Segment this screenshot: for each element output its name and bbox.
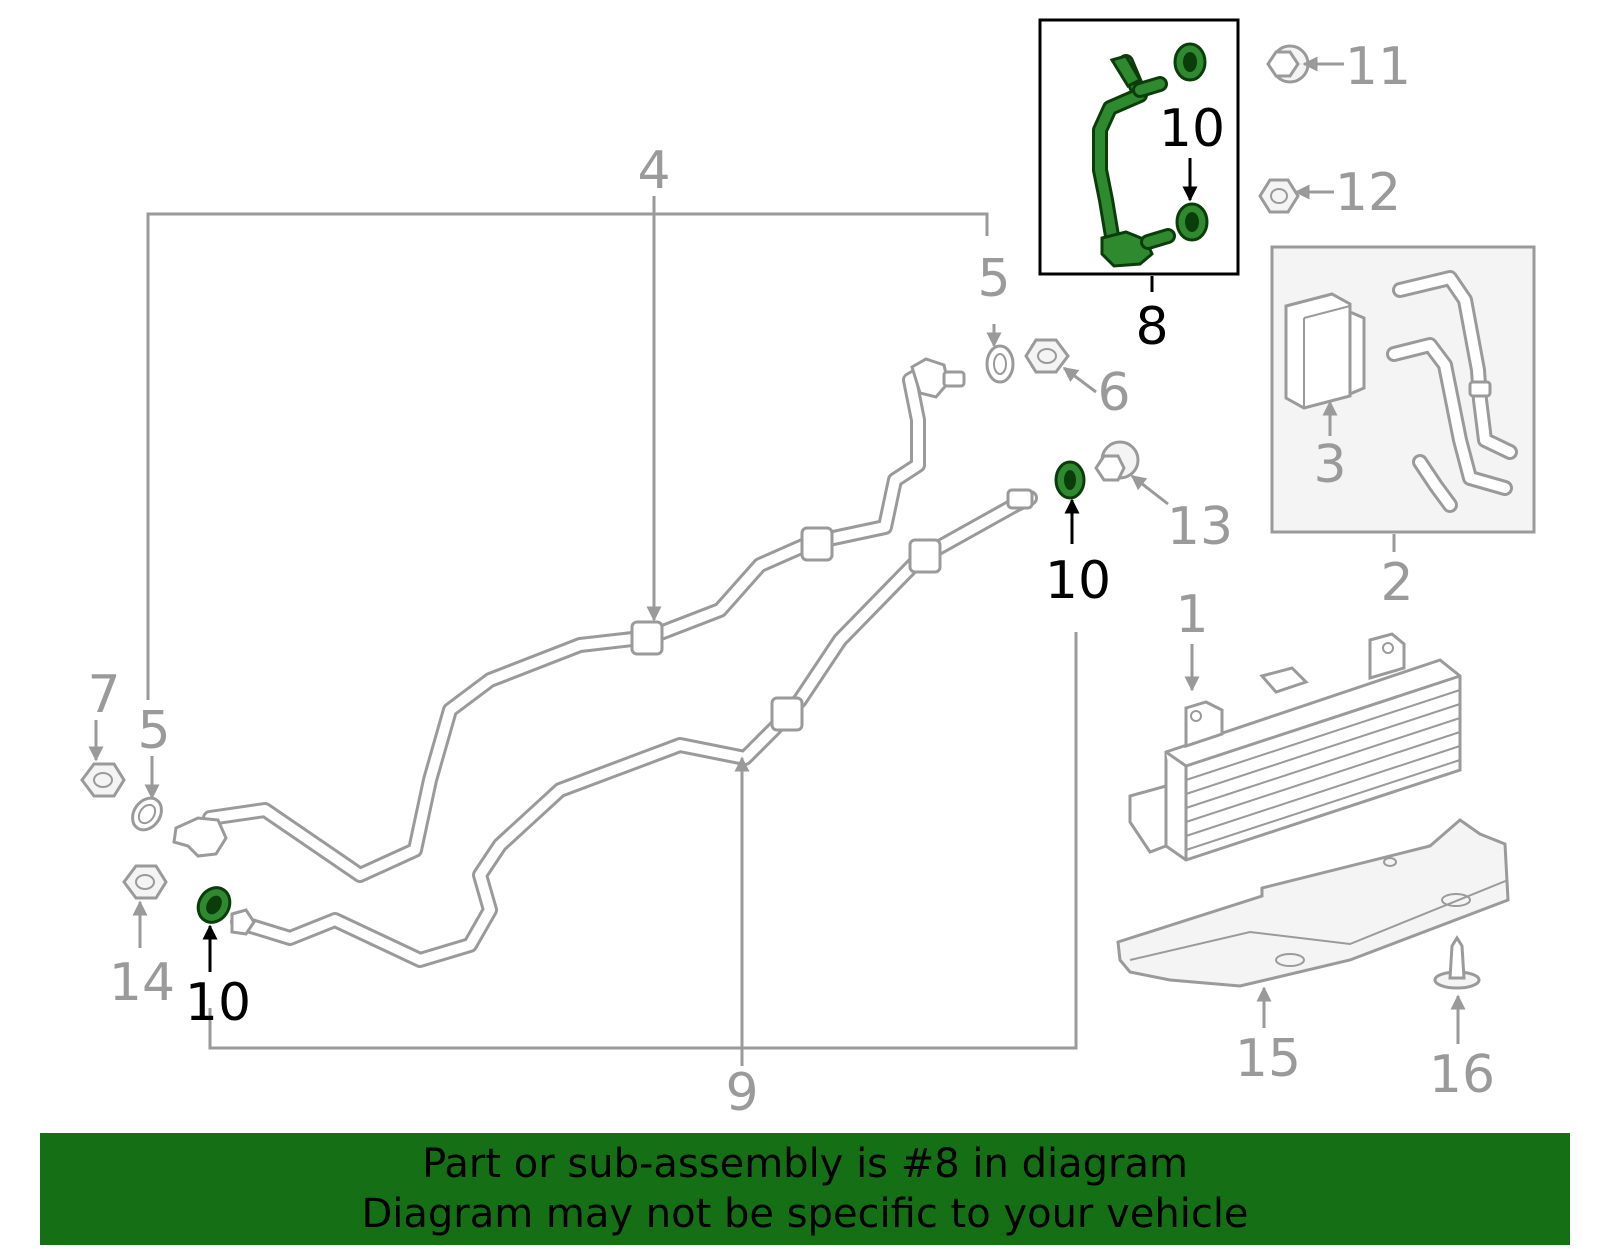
- bolt-13: [1094, 440, 1140, 482]
- nut-11: [1266, 44, 1310, 84]
- callout-9: 9: [725, 1063, 758, 1123]
- seal-10-mid: [1054, 460, 1086, 500]
- seal-5-right: [985, 344, 1015, 384]
- callout-10-left: 10: [185, 973, 251, 1033]
- callout-14: 14: [109, 953, 175, 1013]
- banner-line-2: Diagram may not be specific to your vehi…: [361, 1191, 1249, 1237]
- callout-3: 3: [1313, 435, 1346, 495]
- callout-12: 12: [1335, 163, 1401, 223]
- callout-10-box: 10: [1159, 99, 1225, 159]
- oil-cooler-1: [1128, 632, 1462, 862]
- callout-16: 16: [1429, 1045, 1495, 1105]
- banner-line-1: Part or sub-assembly is #8 in diagram: [422, 1141, 1188, 1187]
- callout-4: 4: [637, 141, 670, 201]
- callout-11: 11: [1345, 37, 1411, 97]
- cooler-line-9: [230, 488, 1038, 968]
- nut-7: [80, 762, 126, 798]
- part-2-box: [1270, 245, 1536, 534]
- callout-13: 13: [1167, 497, 1233, 557]
- part-8-box: [1038, 18, 1240, 276]
- callout-2: 2: [1380, 553, 1413, 613]
- callout-10-mid: 10: [1045, 551, 1111, 611]
- nut-12: [1258, 178, 1300, 214]
- cooler-line-4: [172, 357, 966, 883]
- seal-5-left: [131, 796, 163, 832]
- callouts: 1 2 3 4 5 5 6 7 8 9 10 10 10 11 12 13 14…: [87, 37, 1495, 1123]
- shield-15: [1116, 818, 1510, 988]
- seal-10-left: [196, 886, 232, 924]
- info-banner: Part or sub-assembly is #8 in diagram Di…: [40, 1133, 1570, 1245]
- callout-5-left: 5: [137, 701, 170, 761]
- nut-6: [1024, 338, 1070, 374]
- callout-5-right: 5: [977, 249, 1010, 309]
- callout-15: 15: [1235, 1029, 1301, 1089]
- clip-16: [1433, 935, 1481, 990]
- callout-6: 6: [1097, 363, 1130, 423]
- callout-8: 8: [1135, 297, 1168, 357]
- nut-14: [122, 864, 168, 900]
- leader-lines: [88, 56, 1466, 1066]
- callout-1: 1: [1175, 585, 1208, 645]
- callout-7: 7: [87, 665, 120, 725]
